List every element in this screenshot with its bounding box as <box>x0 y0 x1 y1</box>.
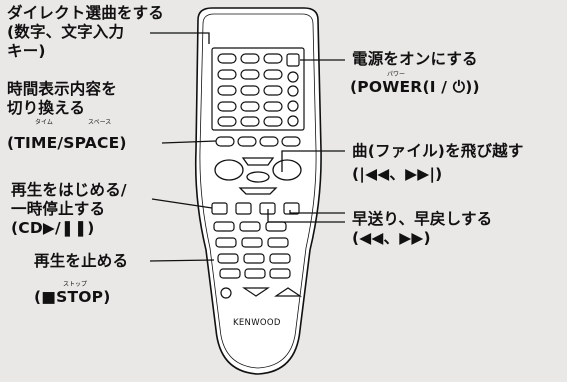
power-ruby: パワー <box>387 71 406 78</box>
time-display-label: 時間表示内容を 切り換える <box>7 80 117 117</box>
skip-label: 曲(ファイル)を飛び越す (|◀◀、▶▶|) <box>352 142 524 183</box>
stop-label-line2: (■STOP) <box>34 288 111 306</box>
transport-keys <box>211 202 300 279</box>
time-space-key-label: (TIME/SPACE) <box>7 134 127 152</box>
search-label: 早送り、早戻しする (◀◀、▶▶) <box>352 210 493 247</box>
brand-logo: KENWOOD <box>233 318 281 328</box>
numeric-keys <box>217 53 283 127</box>
power-key <box>286 53 300 67</box>
space-ruby: スペース <box>88 119 112 126</box>
power-label-line2: (POWER(I / ⏻)) <box>350 78 480 96</box>
time-space-row <box>215 136 301 147</box>
numeric-keypad-panel <box>211 47 305 131</box>
time-ruby: タイム <box>35 119 53 126</box>
leader-lines <box>149 32 345 262</box>
stop-label-line1: 再生を止める <box>34 252 129 270</box>
direct-select-label: ダイレクト選曲をする (数字、文字入力 キー) <box>7 4 165 60</box>
stop-ruby: ストップ <box>63 281 88 288</box>
skip-cluster <box>214 157 302 195</box>
power-label-line1: 電源をオンにする <box>352 50 478 68</box>
play-pause-label: 再生をはじめる/ 一時停止する (CD▶/❚❚) <box>11 181 127 237</box>
